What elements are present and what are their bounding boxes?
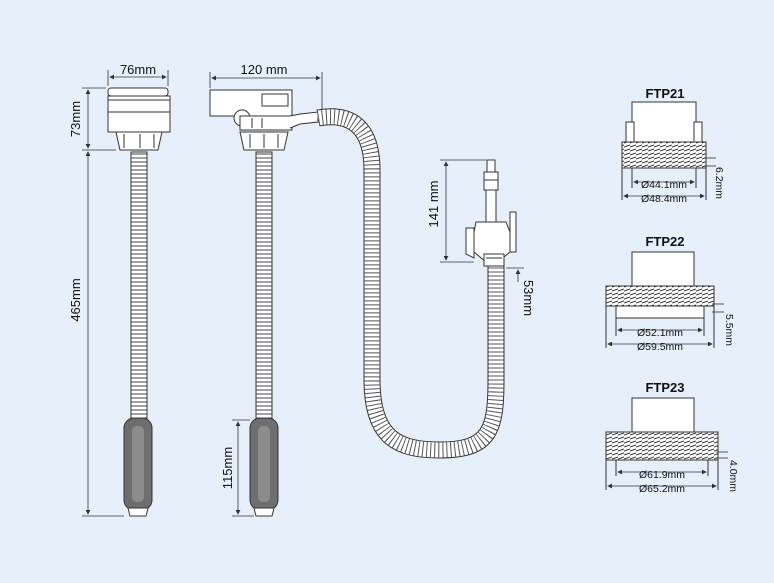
left-pump-cap	[107, 87, 169, 97]
left-pump-collar	[115, 131, 163, 151]
middle-pump-dimensions	[209, 72, 323, 517]
left-total-length-label: 465mm	[68, 278, 83, 321]
ftp23-thread	[605, 431, 719, 461]
middle-width-label: 120 mm	[241, 62, 288, 77]
ftp22-inner-diameter: Ø52.1mm	[637, 327, 683, 339]
left-pump-body	[107, 111, 171, 133]
thread-ftp23: FTP23 Ø61.9mm Ø65.2mm 4.0mm	[605, 380, 739, 495]
left-pump	[107, 87, 171, 517]
ftp23-title: FTP23	[645, 380, 684, 395]
ftp21-thread	[621, 141, 707, 169]
outlet-nozzle	[465, 159, 517, 267]
ftp22-outer-diameter: Ø59.5mm	[637, 341, 683, 353]
left-width-label: 76mm	[120, 62, 156, 77]
ftp21-inner-diameter: Ø44.1mm	[641, 179, 687, 191]
ftp21-title: FTP21	[645, 86, 684, 101]
ftp22-thread	[605, 285, 715, 307]
nozzle-length-label: 141 mm	[426, 181, 441, 228]
left-pump-tube	[130, 151, 148, 421]
flexible-hose	[316, 108, 505, 459]
ftp23-outer-diameter: Ø65.2mm	[639, 483, 685, 495]
left-pump-dimensions	[82, 70, 169, 517]
left-head-height-label: 73mm	[68, 101, 83, 137]
ftp23-inner-diameter: Ø61.9mm	[639, 469, 685, 481]
connector-label: 53mm	[521, 280, 536, 316]
thread-ftp21: FTP21 Ø44.1mm Ø48.4mm 6.2mm	[621, 86, 725, 205]
outlet-dimensions	[440, 159, 524, 282]
middle-handle-length-label: 115mm	[220, 447, 235, 489]
thread-ftp22: FTP22 Ø52.1mm Ø59.5mm 5.5mm	[605, 234, 735, 353]
ftp21-outer-diameter: Ø48.4mm	[641, 193, 687, 205]
middle-pump-tube	[255, 151, 273, 421]
ftp21-pitch: 6.2mm	[713, 167, 725, 199]
nozzle-tip	[486, 159, 496, 173]
middle-pump	[209, 89, 319, 517]
ftp22-pitch: 5.5mm	[723, 314, 735, 346]
ftp22-title: FTP22	[645, 234, 684, 249]
ftp23-pitch: 4.0mm	[727, 460, 739, 492]
left-pump-head	[107, 95, 171, 113]
